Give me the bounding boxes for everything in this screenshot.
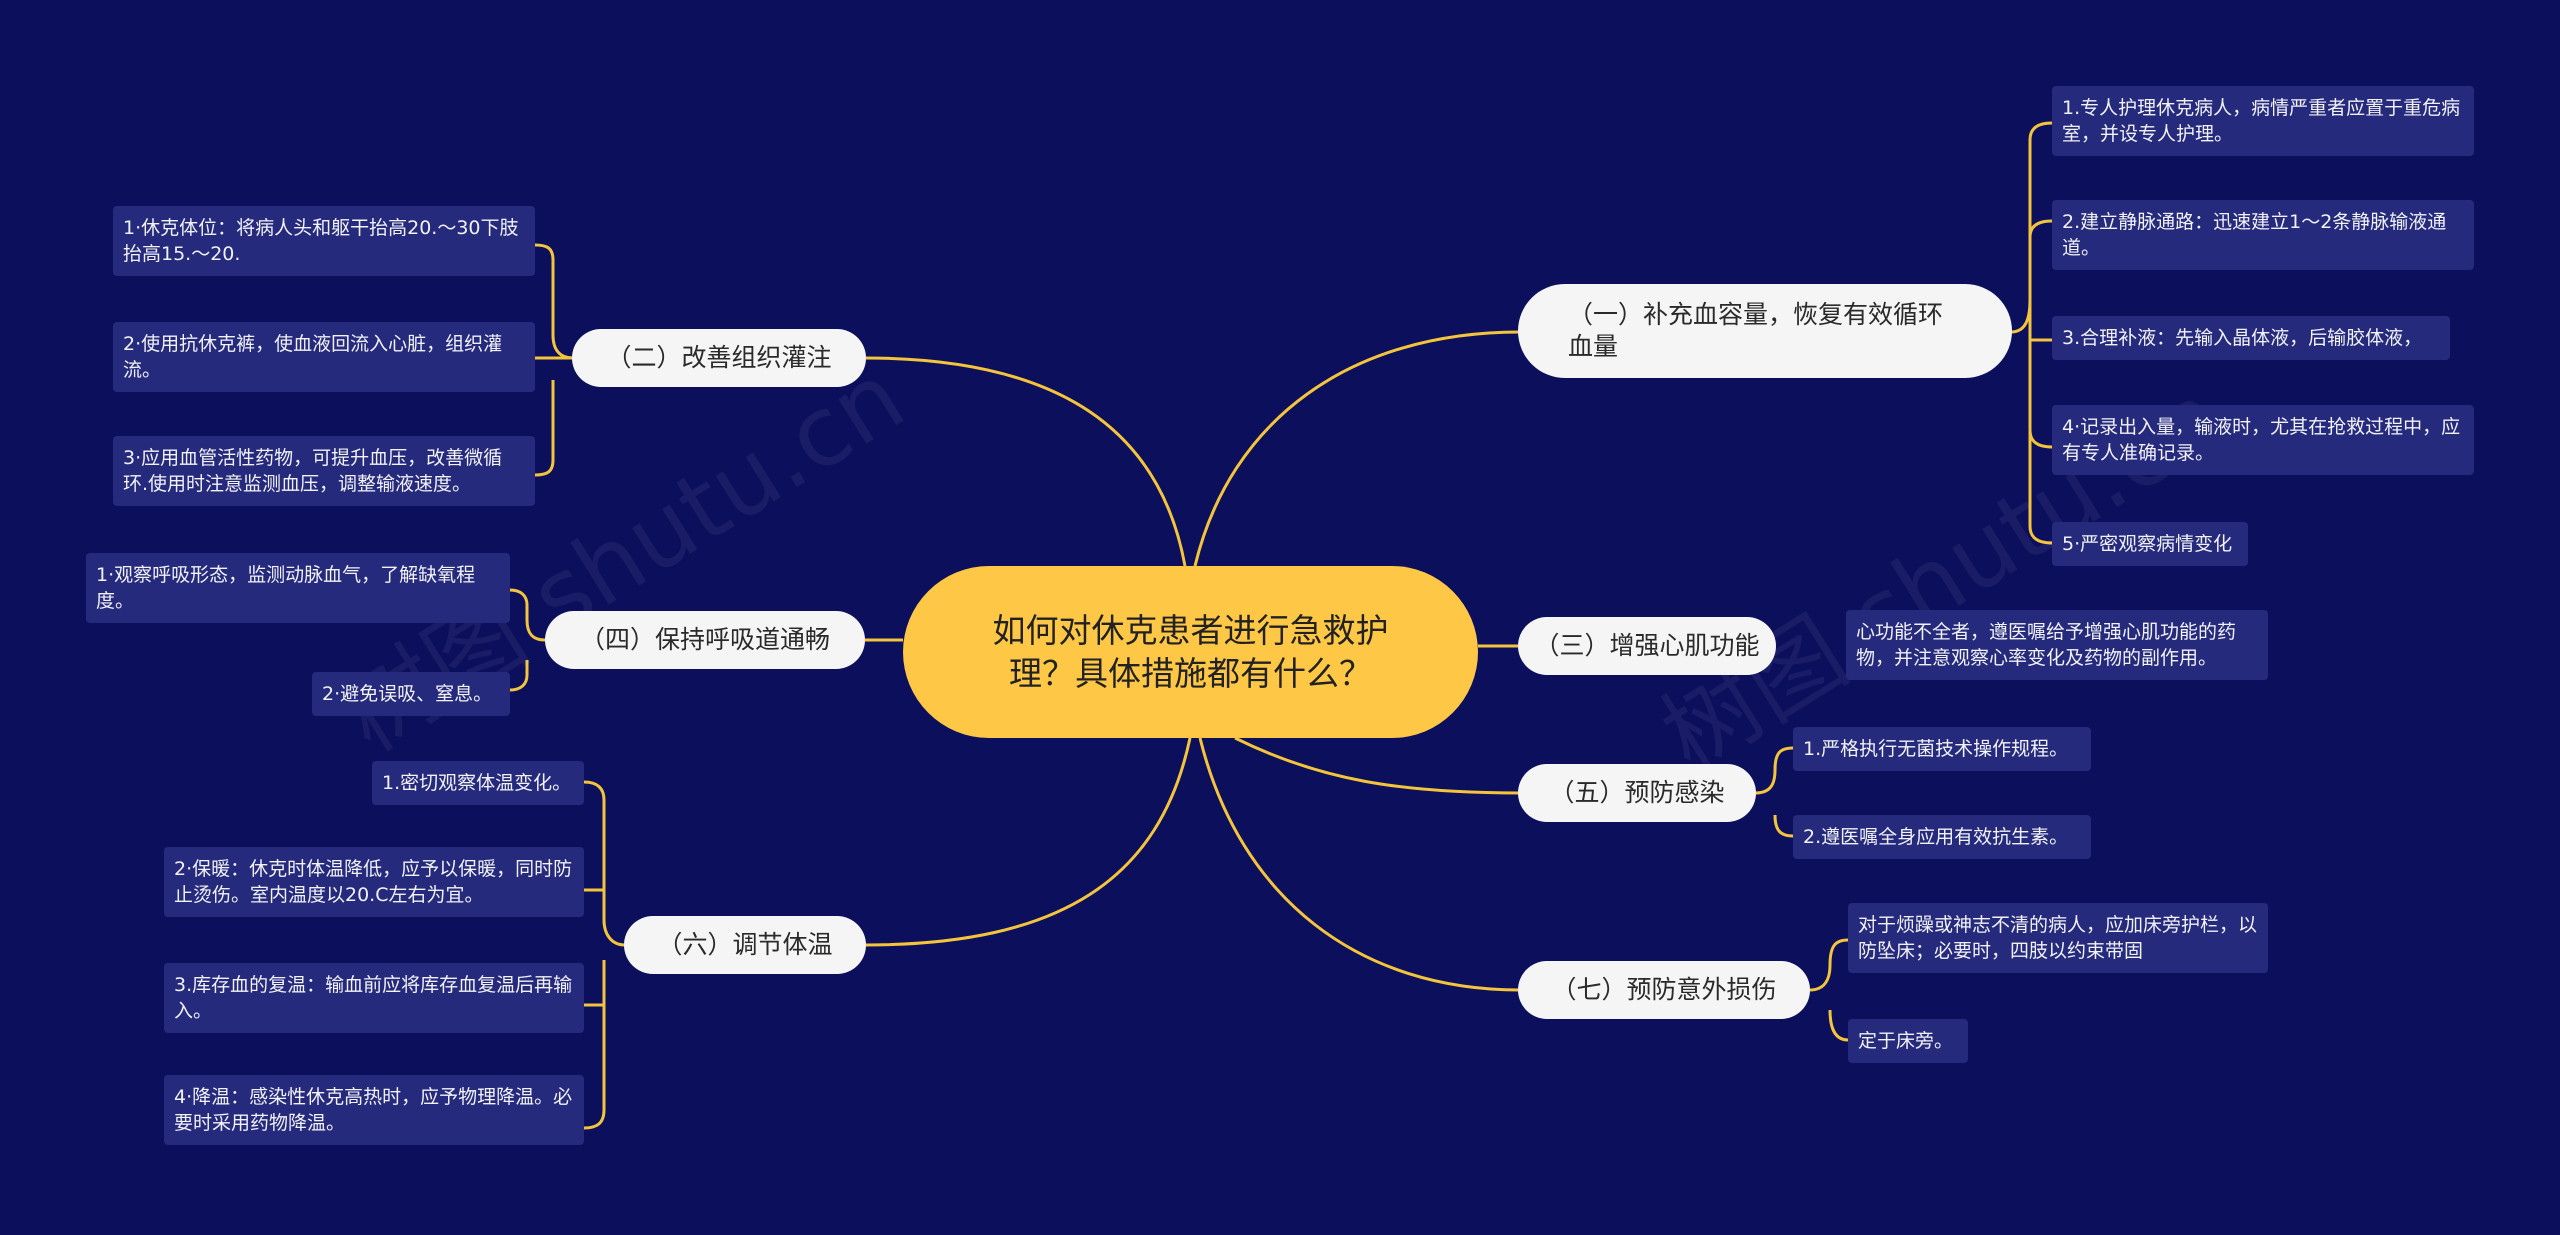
branch-2-leaf-1[interactable]: 1·休克体位：将病人头和躯干抬高20.～30下肢抬高15.～20. [113, 206, 535, 276]
branch-1-label: （一）补充血容量，恢复有效循环血量 [1568, 300, 1944, 361]
branch-4-label: （四）保持呼吸道通畅 [579, 625, 830, 654]
branch-5[interactable]: （五）预防感染 [1518, 764, 1756, 822]
branch-5-label: （五）预防感染 [1549, 778, 1725, 807]
branch-6-label: （六）调节体温 [657, 930, 833, 959]
edge-b7-bracket [1809, 938, 1849, 1042]
edge-b1-bracket [2010, 121, 2053, 545]
root-node[interactable]: 如何对休克患者进行急救护理？具体措施都有什么？ [903, 566, 1478, 738]
branch-2-label: （二）改善组织灌注 [606, 343, 832, 372]
branch-1-leaf-5[interactable]: 5·严密观察病情变化 [2052, 522, 2248, 566]
edge-b4-bracket [509, 588, 546, 692]
branch-7-label: （七）预防意外损伤 [1551, 975, 1777, 1004]
branch-6-leaf-1[interactable]: 1.密切观察体温变化。 [372, 761, 584, 805]
branch-4-leaf-1[interactable]: 1·观察呼吸形态，监测动脉血气，了解缺氧程度。 [86, 553, 510, 623]
branch-2[interactable]: （二）改善组织灌注 [572, 329, 866, 387]
branch-6-leaf-4[interactable]: 4·降温：感染性休克高热时，应予物理降温。必要时采用药物降温。 [164, 1075, 584, 1145]
edge-b2-bracket [534, 243, 574, 477]
branch-1-leaf-3[interactable]: 3.合理补液：先输入晶体液，后输胶体液， [2052, 316, 2450, 360]
branch-7[interactable]: （七）预防意外损伤 [1518, 961, 1810, 1019]
branch-1[interactable]: （一）补充血容量，恢复有效循环血量 [1518, 284, 2012, 378]
edge-b6-bracket [583, 780, 626, 1130]
branch-3-leaf-1[interactable]: 心功能不全者，遵医嘱给予增强心肌功能的药物，并注意观察心率变化及药物的副作用。 [1846, 610, 2268, 680]
edge-root-b5 [1234, 736, 1521, 795]
edge-root-b2 [864, 356, 1187, 567]
branch-7-leaf-1[interactable]: 对于烦躁或神志不清的病人，应加床旁护栏，以防坠床；必要时，四肢以约束带固 [1848, 903, 2268, 973]
branch-6-leaf-3[interactable]: 3.库存血的复温：输血前应将库存血复温后再输入。 [164, 963, 584, 1033]
branch-2-leaf-3[interactable]: 3·应用血管活性药物，可提升血压，改善微循环.使用时注意监测血压，调整输液速度。 [113, 436, 535, 506]
branch-6-leaf-2[interactable]: 2·保暖：休克时体温降低，应予以保暖，同时防止烫伤。室内温度以20.C左右为宜。 [164, 847, 584, 917]
branch-6[interactable]: （六）调节体温 [624, 916, 866, 974]
branch-1-leaf-2[interactable]: 2.建立静脉通路：迅速建立1～2条静脉输液通道。 [2052, 200, 2474, 270]
branch-2-leaf-2[interactable]: 2·使用抗休克裤，使血液回流入心脏，组织灌流。 [113, 322, 535, 392]
branch-3[interactable]: （三）增强心肌功能 [1518, 617, 1776, 675]
edge-root-b1 [1193, 330, 1521, 567]
root-title: 如何对休克患者进行急救护理？具体措施都有什么？ [992, 611, 1389, 693]
edge-b5-bracket [1754, 746, 1794, 838]
branch-5-leaf-2[interactable]: 2.遵医嘱全身应用有效抗生素。 [1793, 815, 2091, 859]
branch-3-label: （三）增强心肌功能 [1534, 631, 1760, 660]
branch-1-leaf-4[interactable]: 4·记录出入量，输液时，尤其在抢救过程中，应有专人准确记录。 [2052, 405, 2474, 475]
branch-1-leaf-1[interactable]: 1.专人护理休克病人，病情严重者应置于重危病室，并设专人护理。 [2052, 86, 2474, 156]
branch-4-leaf-2[interactable]: 2·避免误吸、窒息。 [312, 672, 510, 716]
branch-7-leaf-2[interactable]: 定于床旁。 [1848, 1019, 1968, 1063]
branch-4[interactable]: （四）保持呼吸道通畅 [545, 611, 865, 669]
branch-5-leaf-1[interactable]: 1.严格执行无菌技术操作规程。 [1793, 727, 2091, 771]
edge-root-b7 [1198, 737, 1521, 992]
edge-root-b6 [864, 737, 1192, 947]
